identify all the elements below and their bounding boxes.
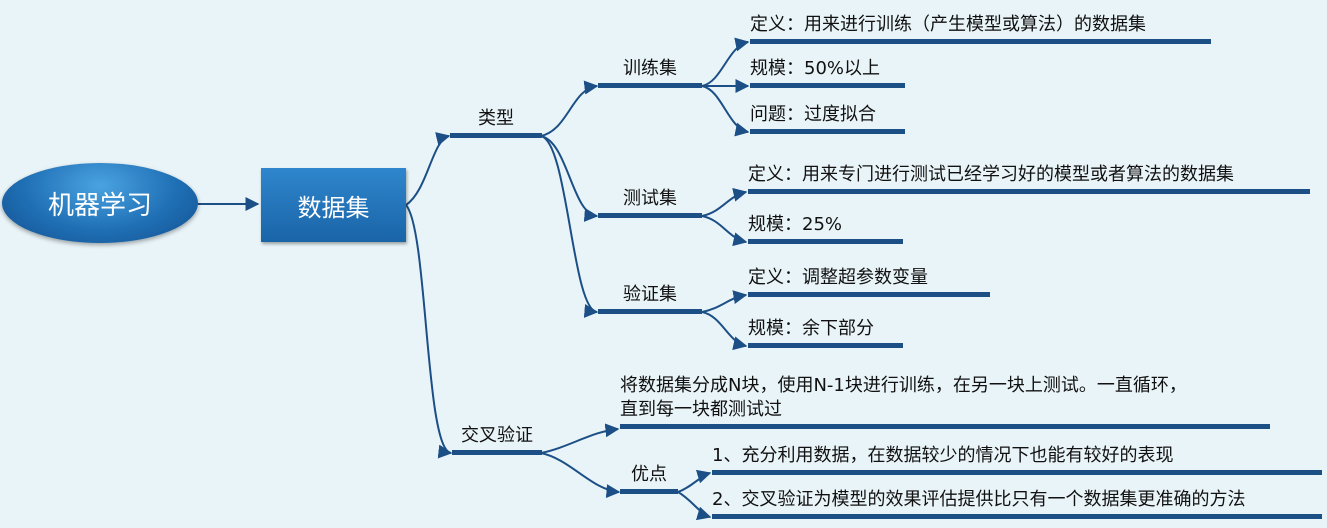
node-test-set: 测试集 [598, 187, 702, 218]
validation-scale-text: 规模：余下部分 [748, 318, 874, 339]
types-label: 类型 [478, 108, 514, 129]
edge-validation-scale [701, 311, 748, 351]
edge-dataset-cv [405, 204, 453, 459]
validation-set-label: 验证集 [623, 284, 677, 305]
edge-test-definition [701, 187, 748, 217]
node-training-scale: 规模：50%以上 [750, 57, 905, 88]
node-cross-validation: 交叉验证 [452, 424, 542, 455]
advantage-1-text: 1、充分利用数据，在数据较少的情况下也能有较好的表现 [712, 445, 1174, 466]
edge-train-definition [701, 37, 750, 87]
edge-validation-definition [701, 290, 748, 313]
edge-test-scale [701, 215, 748, 247]
training-definition-text: 定义：用来进行训练（产生模型或算法）的数据集 [750, 14, 1146, 35]
cv-description-line1: 将数据集分成N块，使用N-1块进行训练，在另一块上测试。一直循环， [620, 375, 1187, 396]
node-training-definition: 定义：用来进行训练（产生模型或算法）的数据集 [750, 13, 1211, 44]
validation-definition-text: 定义：调整超参数变量 [748, 267, 928, 288]
dataset-label: 数据集 [297, 193, 370, 222]
edge-advantages-item1 [677, 469, 712, 493]
node-dataset: 数据集 [261, 168, 406, 242]
root-node-machine-learning: 机器学习 [2, 163, 198, 243]
node-cv-description: 将数据集分成N块，使用N-1块进行训练，在另一块上测试。一直循环， 直到每一块都… [620, 374, 1270, 429]
advantage-2-text: 2、交叉验证为模型的效果评估提供比只有一个数据集更准确的方法 [712, 489, 1246, 510]
advantages-label: 优点 [631, 464, 667, 485]
node-types: 类型 [450, 107, 542, 138]
node-test-definition: 定义：用来专门进行测试已经学习好的模型或者算法的数据集 [748, 163, 1310, 194]
edge-cv-description [540, 423, 620, 454]
cv-description-line2: 直到每一块都测试过 [620, 399, 782, 420]
test-scale-text: 规模：25% [748, 214, 843, 235]
training-set-label: 训练集 [623, 58, 677, 79]
edge-cv-advantages [540, 452, 621, 499]
node-validation-set: 验证集 [598, 283, 702, 314]
node-test-scale: 规模：25% [748, 213, 903, 244]
edge-dataset-types [405, 132, 451, 206]
node-validation-scale: 规模：余下部分 [748, 317, 903, 348]
root-label: 机器学习 [47, 190, 152, 221]
node-validation-definition: 定义：调整超参数变量 [748, 266, 990, 297]
cross-validation-label: 交叉验证 [461, 425, 533, 446]
test-definition-text: 定义：用来专门进行测试已经学习好的模型或者算法的数据集 [748, 164, 1234, 185]
node-advantage-2: 2、交叉验证为模型的效果评估提供比只有一个数据集更准确的方法 [712, 488, 1322, 519]
edge-types-test [540, 135, 599, 222]
training-problem-text: 问题：过度拟合 [750, 104, 876, 125]
node-advantages: 优点 [620, 463, 678, 494]
node-advantage-1: 1、充分利用数据，在数据较少的情况下也能有较好的表现 [712, 444, 1322, 475]
edge-train-problem [701, 85, 750, 137]
test-set-label: 测试集 [623, 188, 677, 209]
edge-types-train [540, 80, 599, 137]
edge-types-validation [540, 135, 599, 318]
edge-advantages-item2 [677, 491, 712, 521]
training-scale-text: 规模：50%以上 [750, 58, 881, 79]
node-training-problem: 问题：过度拟合 [750, 103, 905, 134]
node-training-set: 训练集 [598, 57, 702, 88]
